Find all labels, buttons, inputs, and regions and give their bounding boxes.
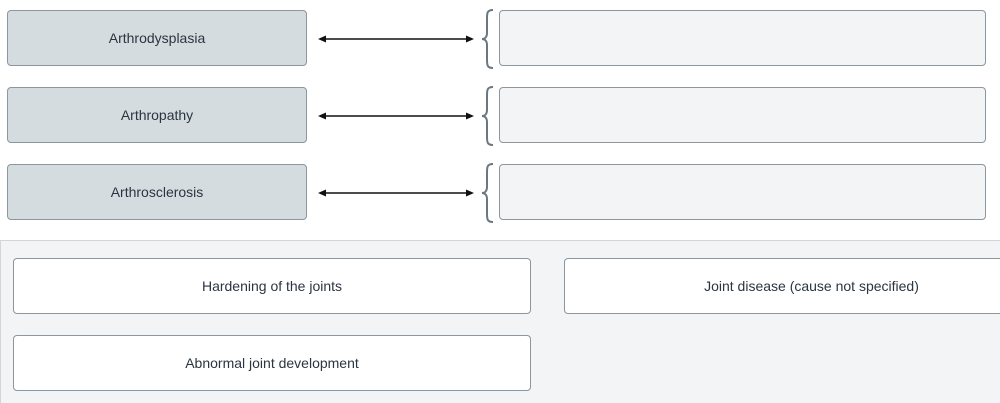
double-arrow-icon bbox=[318, 112, 474, 120]
drop-target-arthrodysplasia[interactable] bbox=[499, 10, 986, 66]
double-arrow-icon bbox=[318, 189, 474, 197]
double-arrow-icon bbox=[318, 35, 474, 43]
drop-target-arthrosclerosis[interactable] bbox=[499, 164, 986, 220]
answer-card-abnormal-joint-development[interactable]: Abnormal joint development bbox=[13, 335, 531, 391]
term-label: Arthropathy bbox=[120, 107, 194, 123]
answer-label: Abnormal joint development bbox=[185, 355, 359, 371]
answer-label: Joint disease (cause not specified) bbox=[704, 278, 919, 294]
answer-card-hardening-of-joints[interactable]: Hardening of the joints bbox=[13, 258, 531, 314]
curly-brace-icon bbox=[481, 9, 494, 69]
curly-brace-icon bbox=[481, 86, 494, 146]
term-arthrodysplasia: Arthrodysplasia bbox=[7, 10, 307, 66]
curly-brace-icon bbox=[481, 163, 494, 223]
term-label: Arthrosclerosis bbox=[110, 184, 204, 200]
term-arthrosclerosis: Arthrosclerosis bbox=[7, 164, 307, 220]
answer-bank: Hardening of the joints Joint disease (c… bbox=[0, 240, 1000, 403]
term-label: Arthrodysplasia bbox=[108, 30, 206, 46]
answer-card-joint-disease[interactable]: Joint disease (cause not specified) bbox=[564, 258, 1000, 314]
drop-target-arthropathy[interactable] bbox=[499, 87, 986, 143]
term-arthropathy: Arthropathy bbox=[7, 87, 307, 143]
answer-label: Hardening of the joints bbox=[201, 278, 343, 294]
